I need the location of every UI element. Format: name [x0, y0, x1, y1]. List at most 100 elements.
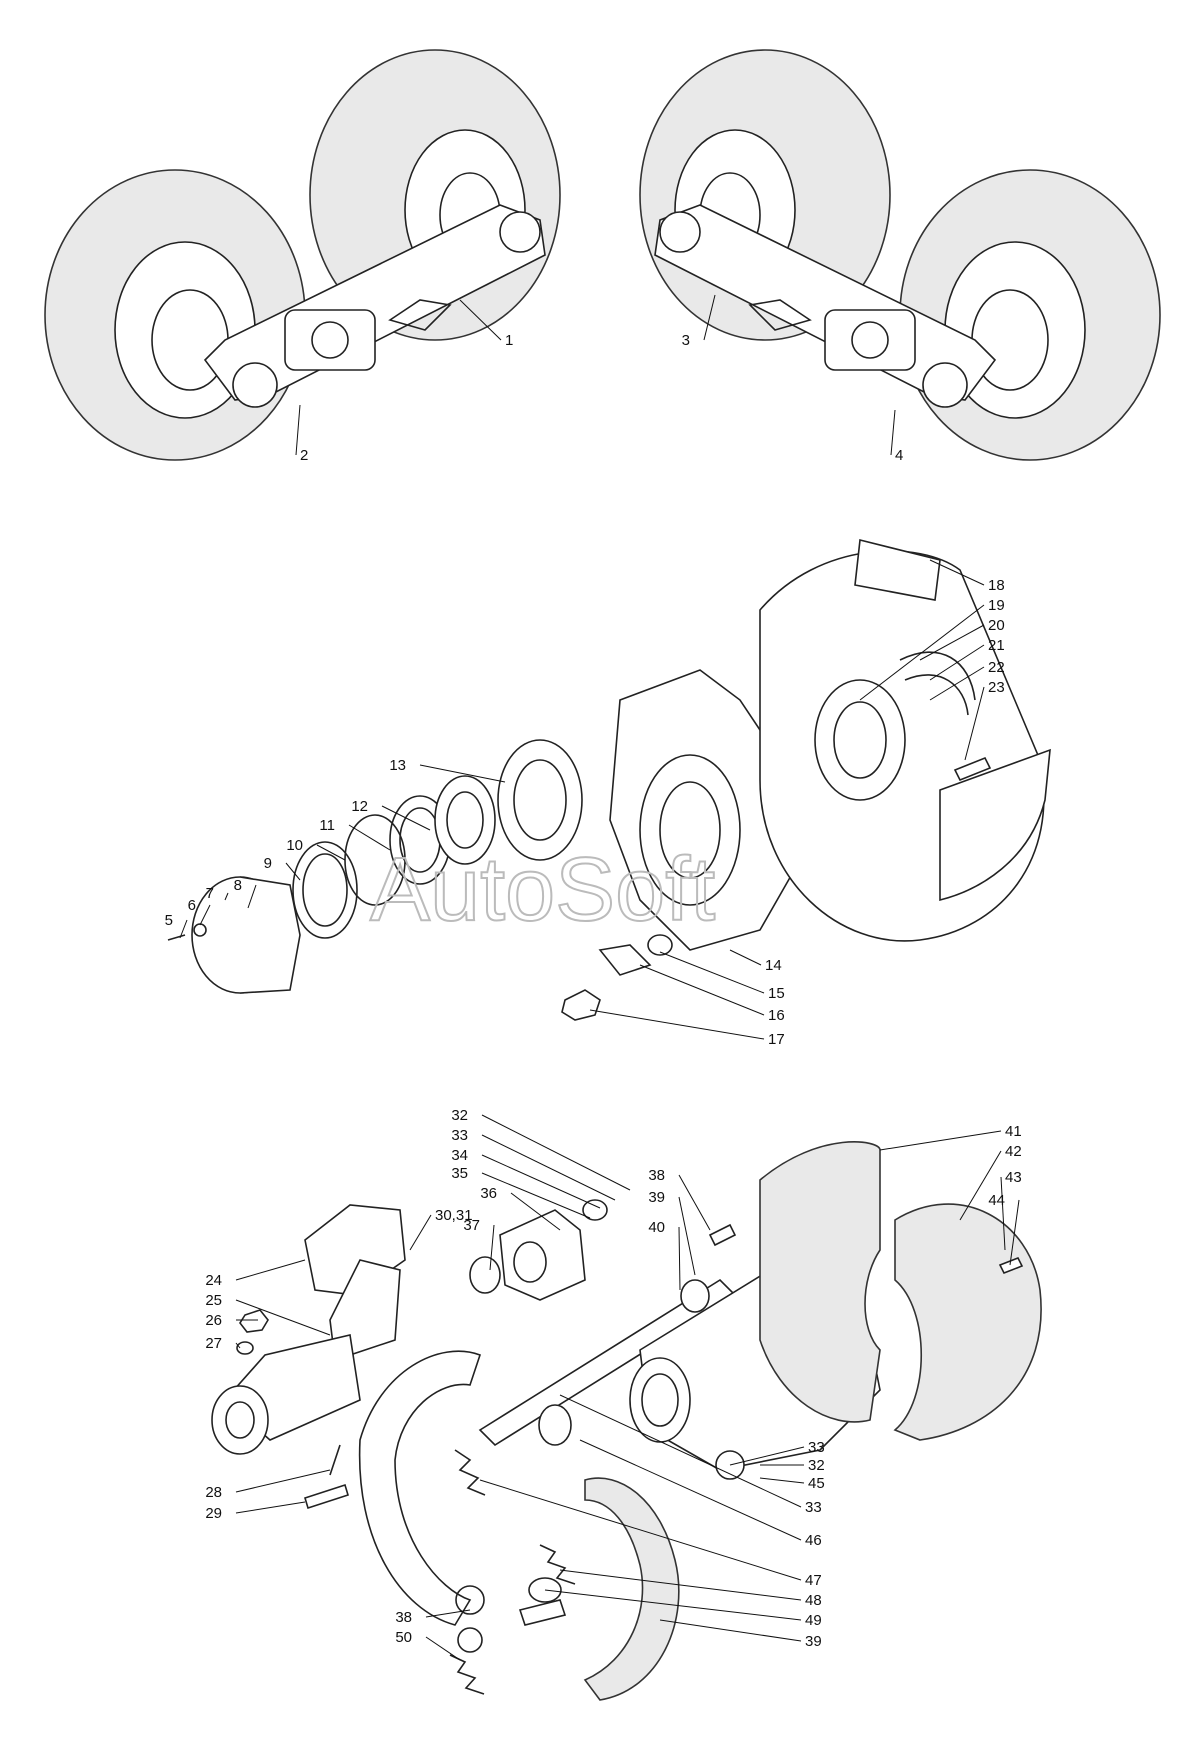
- callout-leader-42: [1000, 1176, 1006, 1251]
- callout-leader-37: [678, 1174, 711, 1231]
- callout-leader-11: [348, 824, 391, 851]
- callout-label-54: 50: [395, 1629, 412, 1646]
- callout-label-24: 24: [205, 1272, 222, 1289]
- right-wheel-assembly: [639, 49, 1161, 461]
- callout-leader-12: [381, 805, 431, 831]
- callout-label-33: 34: [451, 1147, 468, 1164]
- callout-leader-13: [419, 764, 506, 783]
- callout-label-45: 32: [808, 1457, 825, 1474]
- left-wheel-assembly: [44, 49, 561, 461]
- callout-leader-38: [678, 1196, 696, 1276]
- callout-leader-20: [919, 624, 985, 661]
- callout-label-30: 30,31: [435, 1207, 473, 1224]
- callout-label-2: 2: [300, 447, 308, 464]
- callout-leader-44: [729, 1446, 805, 1466]
- callout-leader-19: [859, 604, 985, 701]
- callout-leader-32: [481, 1134, 616, 1201]
- callout-label-11: 11: [319, 817, 335, 834]
- callout-leader-21: [929, 644, 985, 681]
- callout-label-8: 8: [234, 877, 242, 894]
- callout-leader-25: [235, 1299, 331, 1336]
- callout-label-46: 45: [808, 1475, 825, 1492]
- callout-leader-14: [729, 949, 762, 966]
- callout-label-43: 44: [988, 1192, 1005, 1209]
- callout-leader-6: [199, 904, 211, 926]
- callout-label-23: 23: [988, 679, 1005, 696]
- callout-label-29: 29: [205, 1505, 222, 1522]
- callout-leader-30: [409, 1214, 432, 1251]
- callout-leader-29: [235, 1501, 306, 1514]
- callout-leader-22: [929, 666, 985, 701]
- callout-label-26: 26: [205, 1312, 222, 1329]
- callout-leader-54: [425, 1636, 461, 1661]
- callout-label-5: 5: [165, 912, 173, 929]
- callout-leader-51: [544, 1589, 802, 1621]
- callout-label-42: 43: [1005, 1169, 1022, 1186]
- callout-label-51: 49: [805, 1612, 822, 1629]
- callout-label-16: 16: [768, 1007, 785, 1024]
- callout-label-39: 40: [648, 1219, 665, 1236]
- callout-label-19: 19: [988, 597, 1005, 614]
- callout-label-35: 36: [480, 1185, 497, 1202]
- callout-label-21: 21: [988, 637, 1005, 654]
- callout-leader-28: [235, 1469, 331, 1493]
- callout-label-53: 38: [395, 1609, 412, 1626]
- callout-leader-2: [295, 404, 301, 456]
- callout-label-6: 6: [188, 897, 196, 914]
- callout-leader-52: [659, 1619, 802, 1642]
- callout-leader-7: [224, 892, 229, 901]
- callout-leader-49: [479, 1479, 802, 1581]
- callout-label-37: 38: [648, 1167, 665, 1184]
- callout-label-41: 42: [1005, 1143, 1022, 1160]
- callout-leader-10: [316, 844, 346, 861]
- callout-label-17: 17: [768, 1031, 785, 1048]
- callout-label-22: 22: [988, 659, 1005, 676]
- callout-leader-8: [247, 884, 257, 909]
- callout-label-44: 33: [808, 1439, 825, 1456]
- callout-leader-3: [703, 294, 716, 341]
- callout-leader-34: [481, 1172, 591, 1219]
- watermark-text: AutoSoft: [370, 840, 715, 940]
- callout-leader-4: [890, 409, 896, 456]
- callout-label-52: 39: [805, 1633, 822, 1650]
- callout-leader-48: [579, 1439, 802, 1541]
- callout-label-7: 7: [206, 885, 214, 902]
- callout-leader-53: [425, 1609, 471, 1618]
- callout-leader-17: [589, 1009, 765, 1040]
- hub-exploded-view: [167, 539, 1051, 1021]
- callout-leader-35: [510, 1192, 561, 1231]
- callout-label-47: 33: [805, 1499, 822, 1516]
- callout-label-12: 12: [351, 798, 368, 815]
- callout-label-10: 10: [286, 837, 303, 854]
- brake-exploded-view: [211, 1141, 1042, 1701]
- callout-leader-15: [659, 951, 765, 994]
- callout-leader-40: [879, 1130, 1002, 1151]
- callout-label-27: 27: [205, 1335, 222, 1352]
- callout-leader-23: [964, 686, 985, 761]
- callout-leader-41: [959, 1150, 1002, 1221]
- callout-label-36: 37: [463, 1217, 480, 1234]
- callout-label-20: 20: [988, 617, 1005, 634]
- callout-leader-16: [639, 964, 765, 1016]
- callout-label-1: 1: [505, 332, 513, 349]
- callout-leader-27: [235, 1342, 241, 1349]
- callout-leader-50: [559, 1569, 802, 1601]
- callout-leader-1: [459, 299, 502, 341]
- callout-label-4: 4: [895, 447, 903, 464]
- callout-leader-31: [481, 1114, 631, 1191]
- callout-label-9: 9: [264, 855, 272, 872]
- callout-leader-24: [235, 1259, 306, 1281]
- callout-label-40: 41: [1005, 1123, 1022, 1140]
- callout-label-25: 25: [205, 1292, 222, 1309]
- callout-label-18: 18: [988, 577, 1005, 594]
- callout-leader-46: [759, 1477, 805, 1484]
- callout-label-38: 39: [648, 1189, 665, 1206]
- callout-label-31: 32: [451, 1107, 468, 1124]
- callout-label-14: 14: [765, 957, 782, 974]
- callout-leader-39: [678, 1226, 681, 1291]
- callout-label-50: 48: [805, 1592, 822, 1609]
- callout-label-3: 3: [682, 332, 690, 349]
- callout-leader-43: [1009, 1199, 1020, 1266]
- callout-leader-33: [481, 1154, 601, 1209]
